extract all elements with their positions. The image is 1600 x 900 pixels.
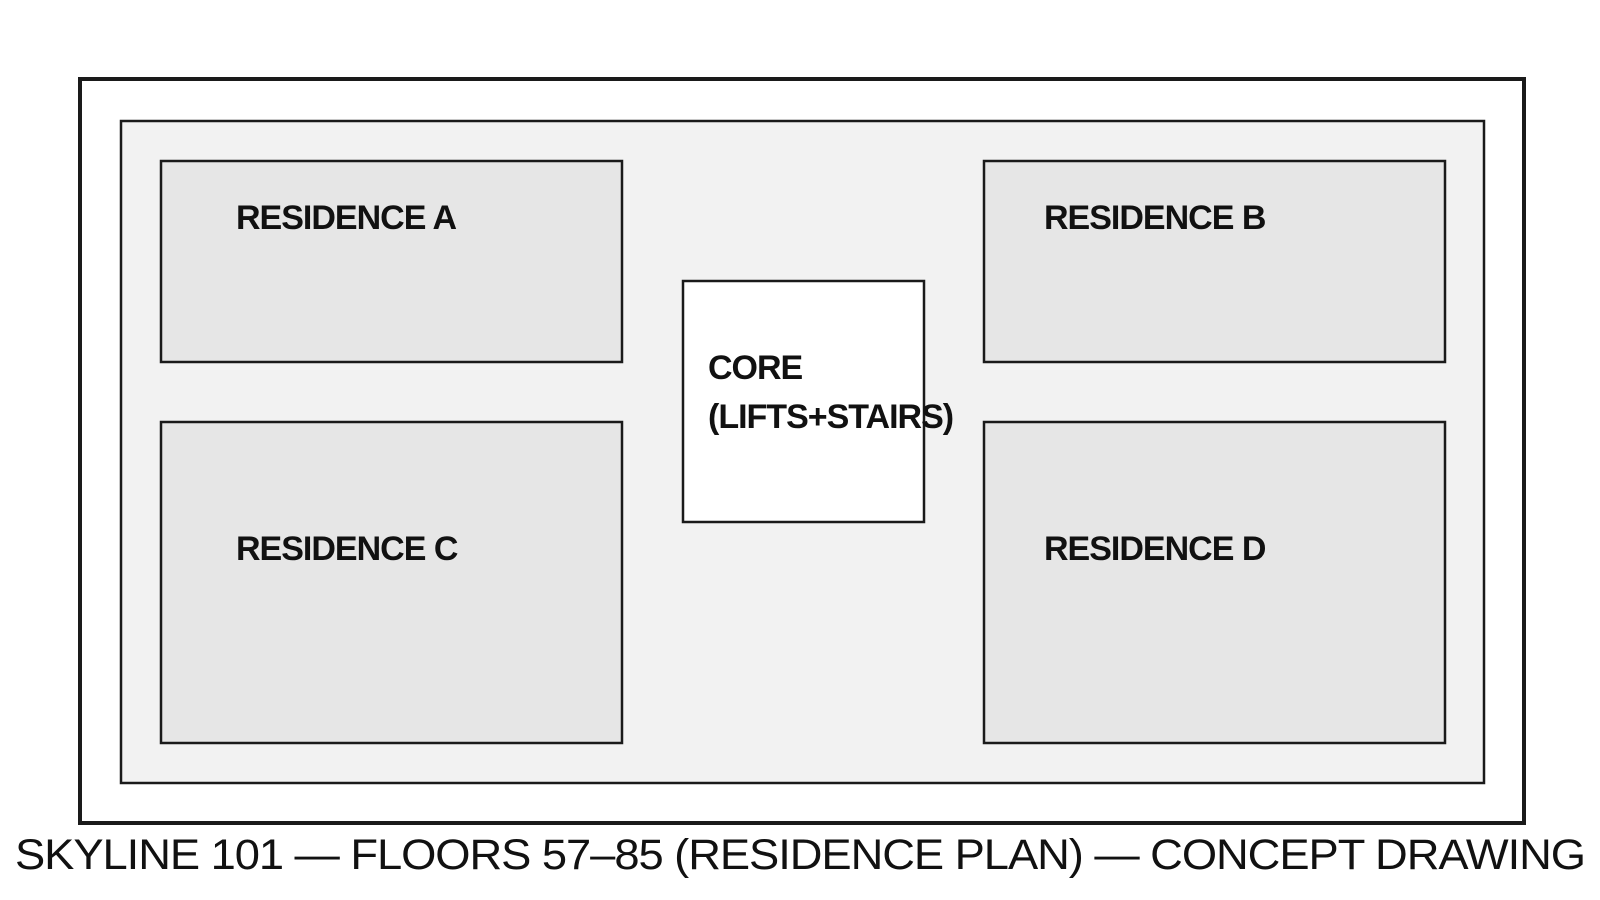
residence-a-room <box>159 159 624 364</box>
core: CORE (LIFTS+STAIRS) <box>681 279 954 524</box>
core-label-line1: CORE <box>708 349 803 387</box>
drawing-caption: SKYLINE 101 — FLOORS 57–85 (RESIDENCE PL… <box>15 831 1585 879</box>
residence-b: RESIDENCE B <box>982 159 1447 364</box>
residence-d-room <box>982 420 1447 745</box>
residence-b-label: RESIDENCE B <box>1044 199 1266 237</box>
residence-a: RESIDENCE A <box>159 159 624 364</box>
residence-c-label: RESIDENCE C <box>236 530 458 568</box>
residence-d: RESIDENCE D <box>982 420 1447 745</box>
residence-b-room <box>982 159 1447 364</box>
core-box <box>681 279 926 524</box>
core-label-line2: (LIFTS+STAIRS) <box>708 398 953 436</box>
residence-c-room <box>159 420 624 745</box>
residence-c: RESIDENCE C <box>159 420 624 745</box>
residence-d-label: RESIDENCE D <box>1044 530 1266 568</box>
residence-a-label: RESIDENCE A <box>236 199 457 237</box>
